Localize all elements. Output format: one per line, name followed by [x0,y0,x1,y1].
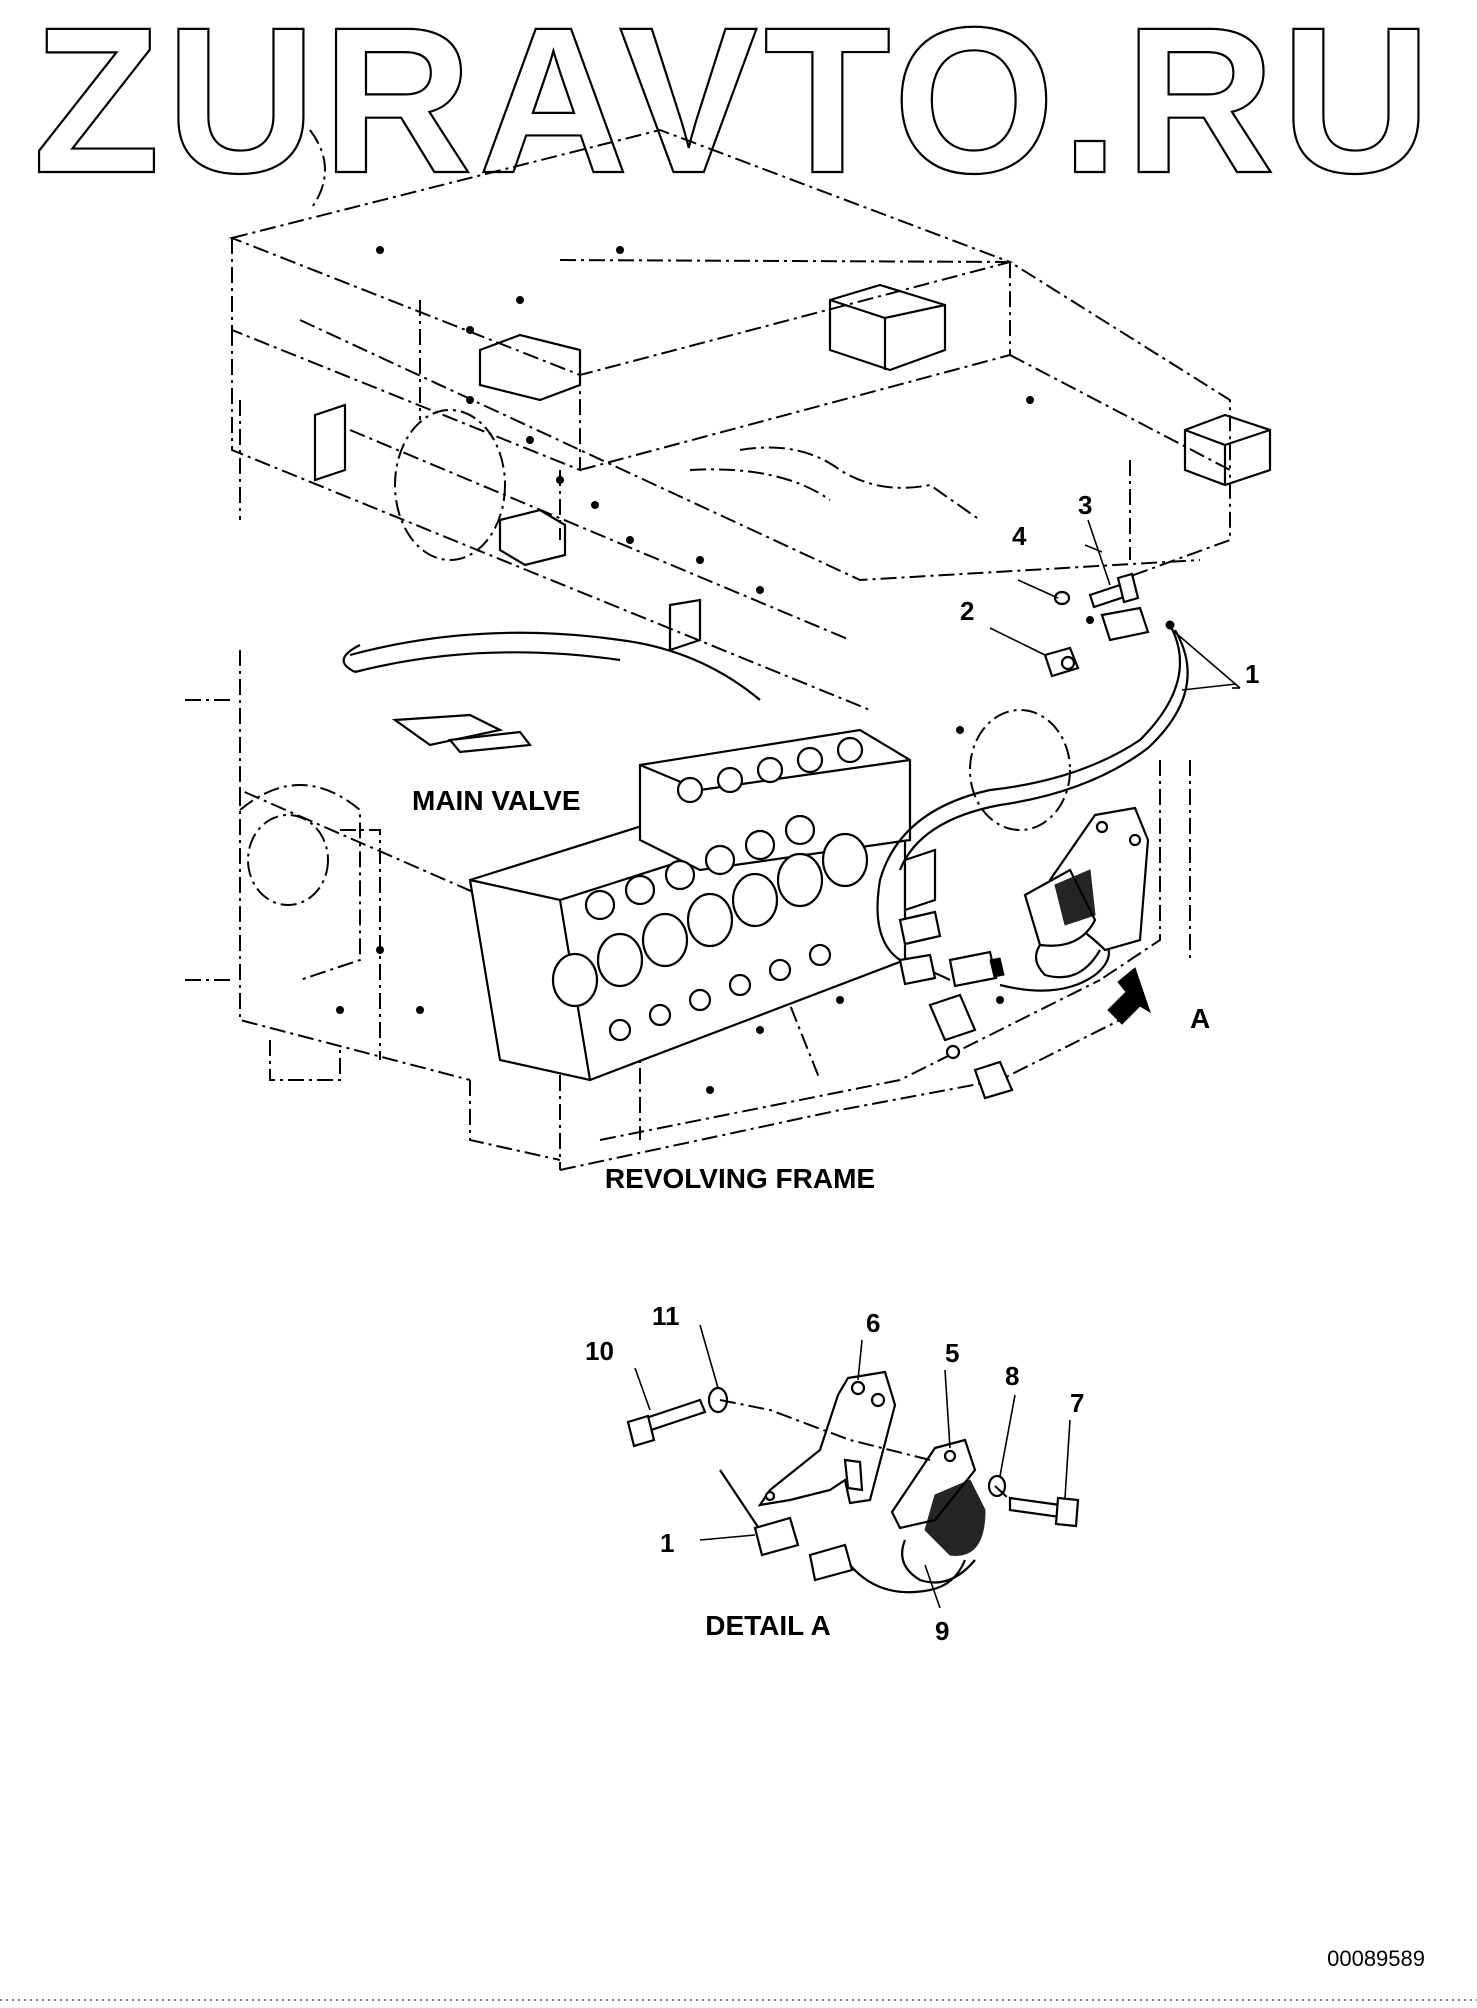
label-revolving-frame: REVOLVING FRAME [605,1163,875,1194]
mounting-hardware-top [1043,572,1140,678]
callout-5: 5 [945,1338,959,1368]
switch-assembly-main [1023,806,1150,979]
callout-8: 8 [1005,1361,1019,1391]
valve-spool-caps [551,736,869,1042]
watermark-text: ZURAVTO.RU [33,0,1437,217]
callout-11: 11 [652,1301,680,1331]
callout-1-detail: 1 [660,1528,674,1558]
revolving-frame-drawing [180,128,1231,1171]
callout-9: 9 [935,1616,949,1646]
callout-3: 3 [1078,490,1092,520]
callout-2: 2 [960,596,974,626]
label-view-a: A [1190,1003,1210,1034]
callout-6: 6 [866,1308,880,1338]
callout-leaders-detail [634,1324,1071,1609]
detail-a-drawing [626,1370,1080,1594]
callout-10: 10 [585,1336,614,1366]
label-detail-a: DETAIL A [705,1610,830,1641]
main-valve-drawing [468,728,1014,1100]
drawing-number: 00089589 [1327,1946,1425,1971]
wiring-harness-main [876,606,1189,992]
callout-leaders-main [989,519,1241,691]
frame-blocks [313,283,1272,652]
callout-4: 4 [1012,521,1027,551]
view-a-arrow [1107,967,1151,1025]
callout-7: 7 [1070,1388,1084,1418]
callout-1-main: 1 [1245,659,1259,689]
label-main-valve: MAIN VALVE [412,785,581,816]
